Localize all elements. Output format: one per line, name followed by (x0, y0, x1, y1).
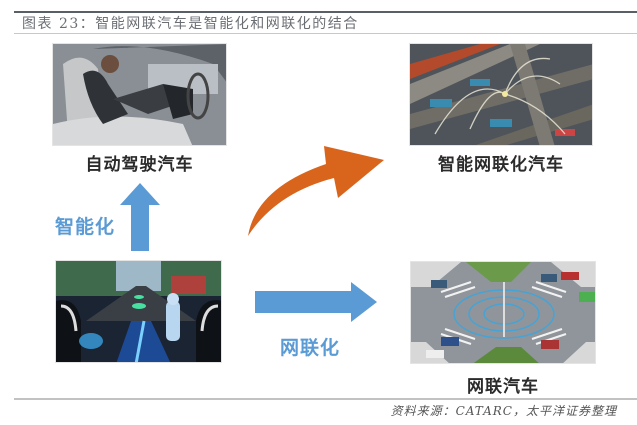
intelligence-label: 智能化 (55, 216, 116, 238)
autonomous-driving-car-label: 自动驾驶汽车 (85, 155, 194, 175)
caption-bottom-rule (14, 33, 637, 34)
connectivity-arrow (255, 282, 377, 322)
caption-top-rule (14, 11, 637, 13)
connectivity-label: 网联化 (280, 337, 341, 359)
connected-car-label: 网联汽车 (467, 377, 539, 397)
figure-source: 资料来源：CATARC，太平洋证券整理 (390, 404, 617, 418)
connected-car-image (410, 261, 596, 364)
autonomous-driving-car-image (52, 43, 227, 146)
source-rule (14, 398, 637, 400)
intelligent-connected-car-label: 智能网联化汽车 (438, 155, 564, 175)
figure-caption: 图表 23：智能网联汽车是智能化和网联化的结合 (22, 16, 359, 32)
intelligent-connected-car-image (409, 43, 593, 146)
intelligence-arrow (120, 183, 160, 251)
combined-curved-arrow (246, 138, 386, 238)
cockpit-hud-image (55, 260, 222, 363)
